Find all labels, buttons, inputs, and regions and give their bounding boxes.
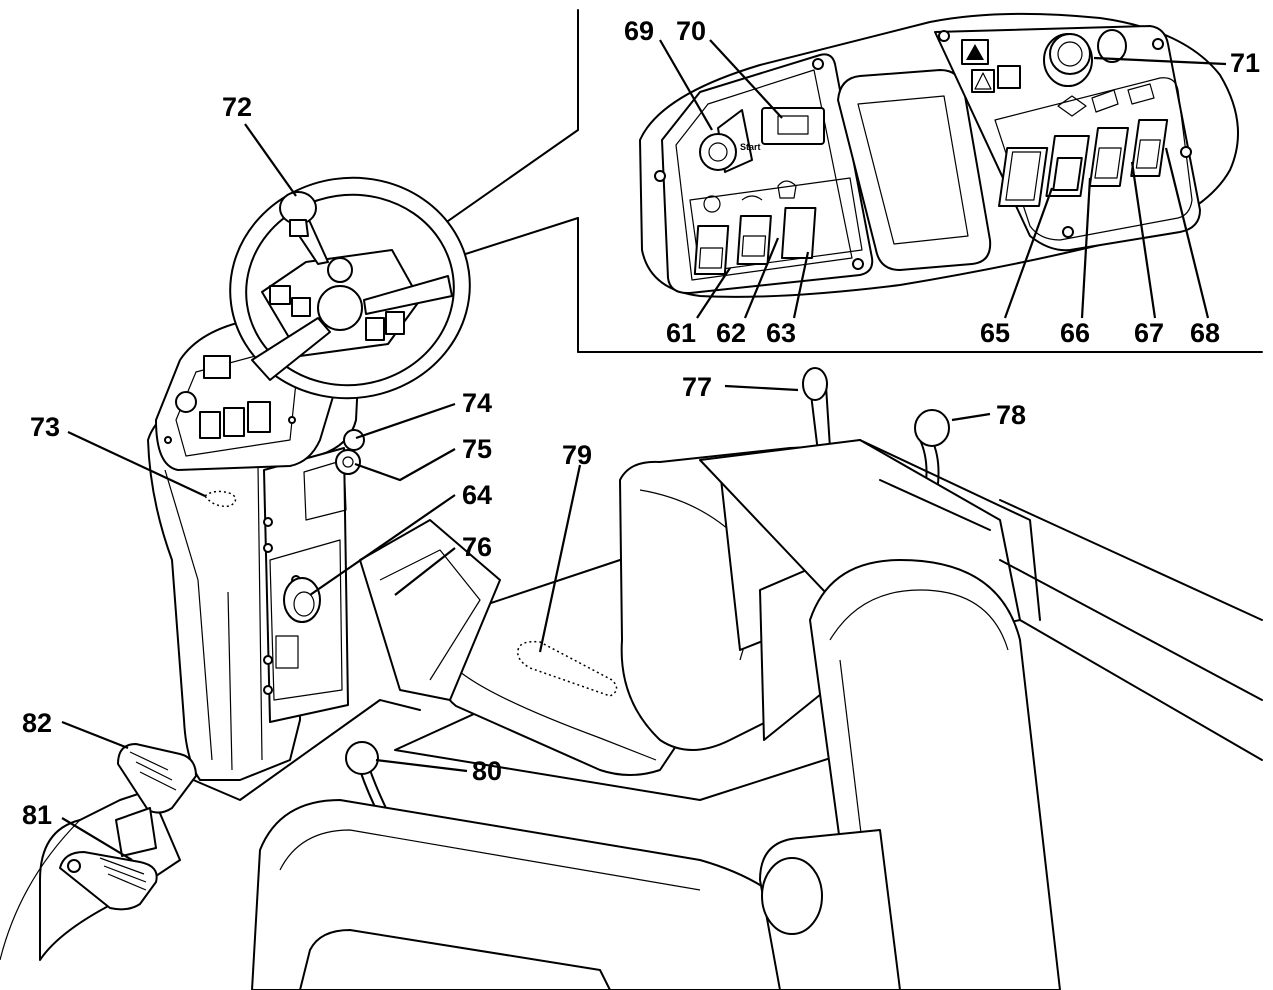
switch-68 [1130, 119, 1169, 177]
emergency-stop-icon [1043, 29, 1127, 87]
callout-63: 63 [766, 318, 796, 348]
callout-79: 79 [562, 440, 592, 470]
callout-80: 80 [472, 756, 502, 786]
steering-wheel [229, 176, 471, 400]
callout-labels: 69 70 71 72 61 62 63 65 66 67 68 77 78 7… [22, 16, 1260, 830]
callout-65: 65 [980, 318, 1010, 348]
callout-72: 72 [222, 92, 252, 122]
callout-74: 74 [462, 388, 492, 418]
callout-64: 64 [462, 480, 492, 510]
callout-78: 78 [996, 400, 1026, 430]
leader-lines [61, 39, 1227, 861]
callout-68: 68 [1190, 318, 1220, 348]
switch-63 [780, 207, 817, 259]
switch-62 [736, 215, 772, 265]
callout-67: 67 [1134, 318, 1164, 348]
callout-61: 61 [666, 318, 696, 348]
callout-82: 82 [22, 708, 52, 738]
machine-body [0, 439, 1263, 990]
switch-61 [693, 225, 730, 275]
key-switch-icon: Start [699, 109, 761, 173]
callout-66: 66 [1060, 318, 1090, 348]
callout-76: 76 [462, 532, 492, 562]
callout-62: 62 [716, 318, 746, 348]
switch-66 [1045, 135, 1090, 197]
callout-77: 77 [682, 372, 712, 402]
callout-75: 75 [462, 434, 492, 464]
key-start-label: Start [740, 142, 761, 152]
pedals [59, 743, 197, 911]
callout-71: 71 [1230, 48, 1260, 78]
callout-73: 73 [30, 412, 60, 442]
switch-67 [1088, 127, 1130, 187]
switch-65 [998, 147, 1049, 207]
dashboard-inset: Start [639, 12, 1239, 298]
callout-70: 70 [676, 16, 706, 46]
callout-81: 81 [22, 800, 52, 830]
callout-69: 69 [624, 16, 654, 46]
steering-column [147, 298, 365, 781]
